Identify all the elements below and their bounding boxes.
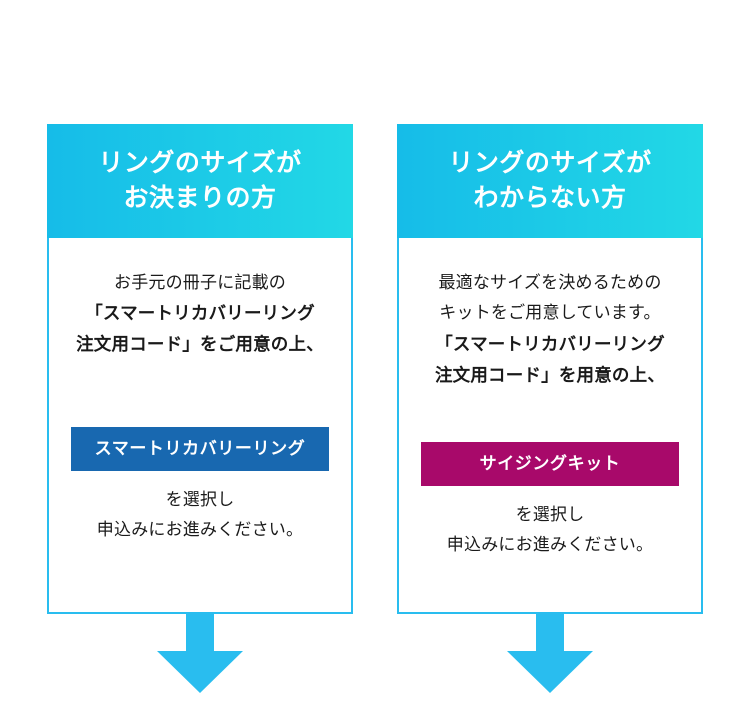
tail-line-1: を選択し (165, 490, 235, 510)
tail-line-1: を選択し (515, 505, 585, 525)
down-arrow-icon-left (157, 613, 243, 693)
sizing-kit-button[interactable]: サイジングキット (421, 442, 679, 487)
down-arrow-icon-right (507, 613, 593, 693)
tail-line-2: 申込みにお進みください。 (96, 520, 304, 540)
body-line-1: 最適なサイズを決めるための (438, 273, 662, 292)
smart-recovery-ring-button[interactable]: スマートリカバリーリング (71, 427, 329, 472)
tail-line-2: 申込みにお進みください。 (446, 535, 654, 555)
card-tail-copy: を選択し 申込みにお進みください。 (97, 485, 303, 546)
card-body-ring-size-unknown: 最適なサイズを決めるための キットをご用意しています。 「スマートリカバリーリン… (397, 238, 703, 614)
card-tail-copy: を選択し 申込みにお進みください。 (447, 500, 653, 561)
card-header-line-1: リングのサイズが (448, 148, 652, 177)
card-header-line-2: お決まりの方 (123, 184, 277, 212)
card-body-copy: 最適なサイズを決めるための キットをご用意しています。 「スマートリカバリーリン… (435, 268, 665, 391)
body-line-3: 注文用コード」をご用意の上、 (76, 334, 324, 355)
card-ring-size-known: リングのサイズが お決まりの方 お手元の冊子に記載の 「スマートリカバリーリング… (47, 124, 353, 614)
body-line-2: 「スマートリカバリーリング (85, 303, 315, 324)
card-header-line-1: リングのサイズが (98, 148, 302, 177)
card-body-ring-size-known: お手元の冊子に記載の 「スマートリカバリーリング 注文用コード」をご用意の上、 … (47, 238, 353, 614)
card-header-ring-size-unknown: リングのサイズが わからない方 (397, 124, 703, 238)
body-line-4: 注文用コード」を用意の上、 (434, 364, 666, 385)
card-body-copy: お手元の冊子に記載の 「スマートリカバリーリング 注文用コード」をご用意の上、 (76, 268, 324, 361)
body-line-1: お手元の冊子に記載の (114, 273, 286, 292)
card-header-line-2: わからない方 (473, 184, 627, 212)
card-ring-size-unknown: リングのサイズが わからない方 最適なサイズを決めるための キットをご用意してい… (397, 124, 703, 614)
card-header-ring-size-known: リングのサイズが お決まりの方 (47, 124, 353, 238)
body-line-2: キットをご用意しています。 (439, 303, 661, 323)
body-line-3: 「スマートリカバリーリング (435, 333, 665, 354)
